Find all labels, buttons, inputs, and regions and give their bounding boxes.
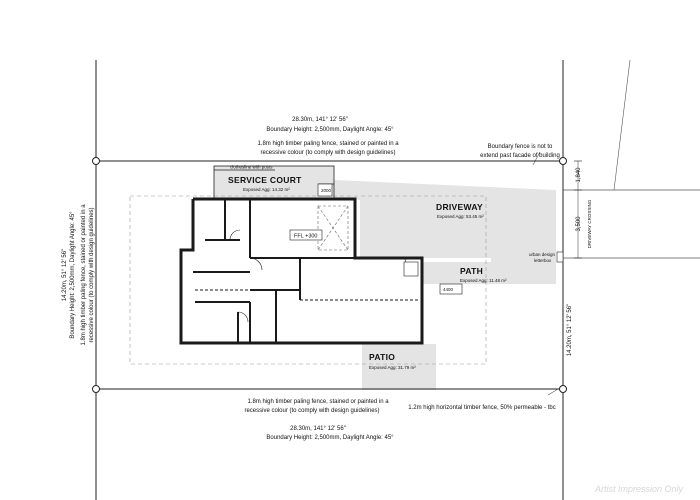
marker-bottom-left <box>92 385 100 393</box>
front-fence-note: 1.2m high horizontal timber fence, 50% p… <box>408 405 555 411</box>
marker-top-right <box>559 157 567 165</box>
boundary-note-leader <box>532 151 541 166</box>
bottom-boundary-height: Boundary Height: 2,500mm, Daylight Angle… <box>266 435 394 441</box>
bottom-fence-note-2: recessive colour (to comply with design … <box>244 408 379 414</box>
ffl-label: FFL +300 <box>294 234 318 240</box>
left-boundary-text: 14.20m, 51° 12' 56" Boundary Height: 2,5… <box>62 211 76 339</box>
service-court-mark: 2000 <box>321 188 332 193</box>
watermark: Artist Impression Only <box>594 484 684 494</box>
left-bearing: 14.20m, 51° 12' 56" <box>62 249 68 301</box>
marker-bottom-right <box>559 385 567 393</box>
path-mark: 4400 <box>443 287 454 292</box>
path-area: Exposed Agg: 11.48 m² <box>460 278 507 283</box>
left-fence-note-1: 1.8m high timber paling fence, stained o… <box>81 204 87 346</box>
patio-paving <box>362 344 436 390</box>
letterbox-label-1: urban design <box>529 252 556 257</box>
property-boundary <box>95 59 700 500</box>
bottom-bearing: 28.30m, 141° 12' 56" <box>290 426 346 432</box>
clothesline-label: clothesline with posts <box>230 165 273 170</box>
right-bearing: 14.20m, 51° 12' 56" <box>567 304 573 356</box>
letterbox-icon <box>556 251 564 263</box>
left-fence-text: 1.8m high timber paling fence, stained o… <box>81 204 95 346</box>
top-bearing: 28.30m, 141° 12' 56" <box>292 117 348 123</box>
footpath-crossing-paving <box>556 190 700 258</box>
patio-label: PATIO <box>369 352 395 362</box>
boundary-markers <box>92 157 567 393</box>
top-boundary-height: Boundary Height: 2,500mm, Daylight Angle… <box>266 127 394 133</box>
front-fence-leader <box>547 388 559 396</box>
ffl-marker: FFL +300 <box>289 229 323 241</box>
driveway-crossing-label: DRIVEWAY CROSSING <box>587 199 592 248</box>
boundary-note-1: Boundary fence is not to <box>488 144 553 150</box>
dimension-3500: 3,500 <box>576 216 582 232</box>
top-fence-note-1: 1.8m high timber paling fence, stained o… <box>257 141 399 147</box>
top-fence-note-2: recessive colour (to comply with design … <box>260 150 395 156</box>
entry-markers <box>317 183 463 295</box>
bottom-fence-note-1: 1.8m high timber paling fence, stained o… <box>247 399 389 405</box>
dimension-lines <box>574 160 582 259</box>
house-walls <box>179 197 424 345</box>
letterbox-label-2: letterbox <box>534 258 552 263</box>
marker-top-left <box>92 157 100 165</box>
skylight <box>317 205 349 251</box>
driveway-label: DRIVEWAY <box>436 202 483 212</box>
left-boundary-height: Boundary Height: 2,500mm, Daylight Angle… <box>70 211 76 339</box>
path-label: PATH <box>460 266 483 276</box>
service-court-area: Exposed Agg: 14.32 m² <box>243 187 290 192</box>
dimension-1840: 1,840 <box>576 167 582 183</box>
driveway-area: Exposed Agg: 53.45 m² <box>437 214 484 219</box>
service-court-paving <box>214 166 334 198</box>
patio-area: Exposed Agg: 31.79 m² <box>369 365 416 370</box>
path-paving <box>422 262 556 284</box>
boundary-note-2: extend past facade of building <box>480 153 560 159</box>
left-fence-note-2: recessive colour (to comply with design … <box>89 207 95 342</box>
service-court-label: SERVICE COURT <box>228 175 302 185</box>
